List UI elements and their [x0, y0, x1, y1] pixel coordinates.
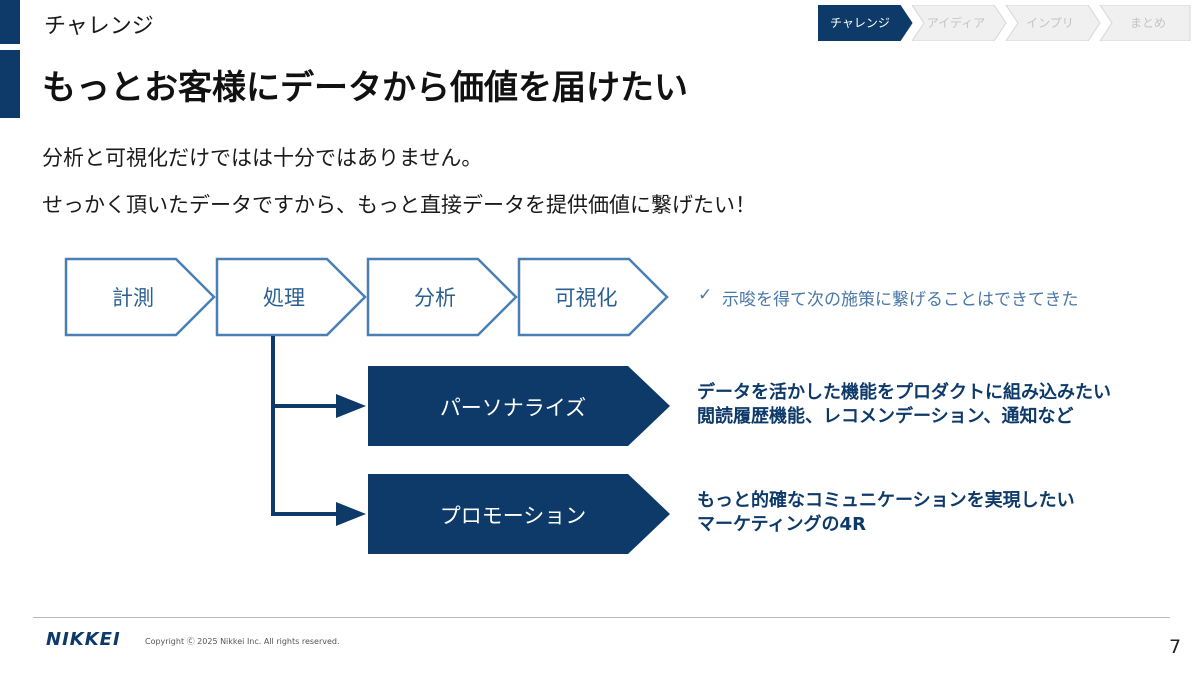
branch-box-promotion-shape — [368, 474, 670, 554]
progress-step-idea-shape — [911, 5, 1007, 41]
branch-desc-personalize: データを活かした機能をプロダクトに組み込みたい 閲読履歴機能、レコメンデーション… — [697, 381, 1111, 429]
pipeline-step-analyze: 分析 — [414, 286, 456, 310]
title-accent-bar — [0, 50, 20, 118]
copyright-text: Copyright Ⓒ 2025 Nikkei Inc. All rights … — [145, 637, 340, 646]
progress-step-challenge[interactable]: チャレンジ — [830, 16, 890, 30]
branch-box-personalize-shape — [368, 366, 670, 446]
checkmark-icon: ✓ — [698, 285, 713, 305]
arrowhead-branch-2 — [336, 502, 366, 526]
branch-label-personalize: パーソナライズ — [439, 396, 587, 420]
pipeline-chevron-visualize — [517, 257, 669, 337]
pipeline-step-visualize: 可視化 — [554, 286, 618, 310]
pipeline-step-measure: 計測 — [112, 286, 154, 310]
arrowhead-branch-1 — [336, 394, 366, 418]
page-number: 7 — [1169, 636, 1182, 658]
pipeline-chevron-analyze — [366, 257, 518, 337]
header-accent-bar — [0, 0, 20, 44]
progress-step-summary[interactable]: まとめ — [1129, 16, 1166, 30]
pipeline-step-process: 処理 — [263, 286, 305, 310]
branch-desc-personalize-line-2: 閲読履歴機能、レコメンデーション、通知など — [697, 406, 1074, 427]
progress-step-impl-shape — [1005, 5, 1101, 41]
progress-step-challenge-shape — [818, 5, 913, 41]
section-label: チャレンジ — [44, 14, 154, 39]
branch-label-promotion: プロモーション — [439, 504, 587, 528]
branch-desc-promotion-line-1: もっと的確なコミュニケーションを実現したい — [697, 490, 1075, 511]
nikkei-logo: NIKKEI — [46, 629, 121, 650]
branch-desc-promotion: もっと的確なコミュニケーションを実現したい マーケティングの4R — [697, 489, 1075, 537]
branch-desc-personalize-line-1: データを活かした機能をプロダクトに組み込みたい — [697, 382, 1111, 403]
pipeline-chevron-measure — [64, 257, 216, 337]
body-text-line-2: せっかく頂いたデータですから、もっと直接データを提供価値に繋げたい！ — [42, 193, 756, 217]
branch-desc-promotion-line-2: マーケティングの4R — [697, 514, 866, 535]
page-title: もっとお客様にデータから価値を届けたい — [42, 68, 688, 108]
progress-steps-shapes — [818, 5, 1191, 41]
progress-step-summary-shape — [1099, 5, 1191, 41]
pipeline-chevron-process — [215, 257, 367, 337]
pipeline-note: 示唆を得て次の施策に繋げることはできてきた — [722, 290, 1079, 310]
progress-step-impl[interactable]: インプリ — [1026, 16, 1074, 30]
progress-steps: チャレンジ アイディア インプリ まとめ — [818, 5, 1193, 41]
progress-step-idea[interactable]: アイディア — [926, 16, 986, 30]
body-text-line-1: 分析と可視化だけではは十分ではありません。 — [42, 146, 483, 170]
footer-divider — [33, 617, 1170, 618]
